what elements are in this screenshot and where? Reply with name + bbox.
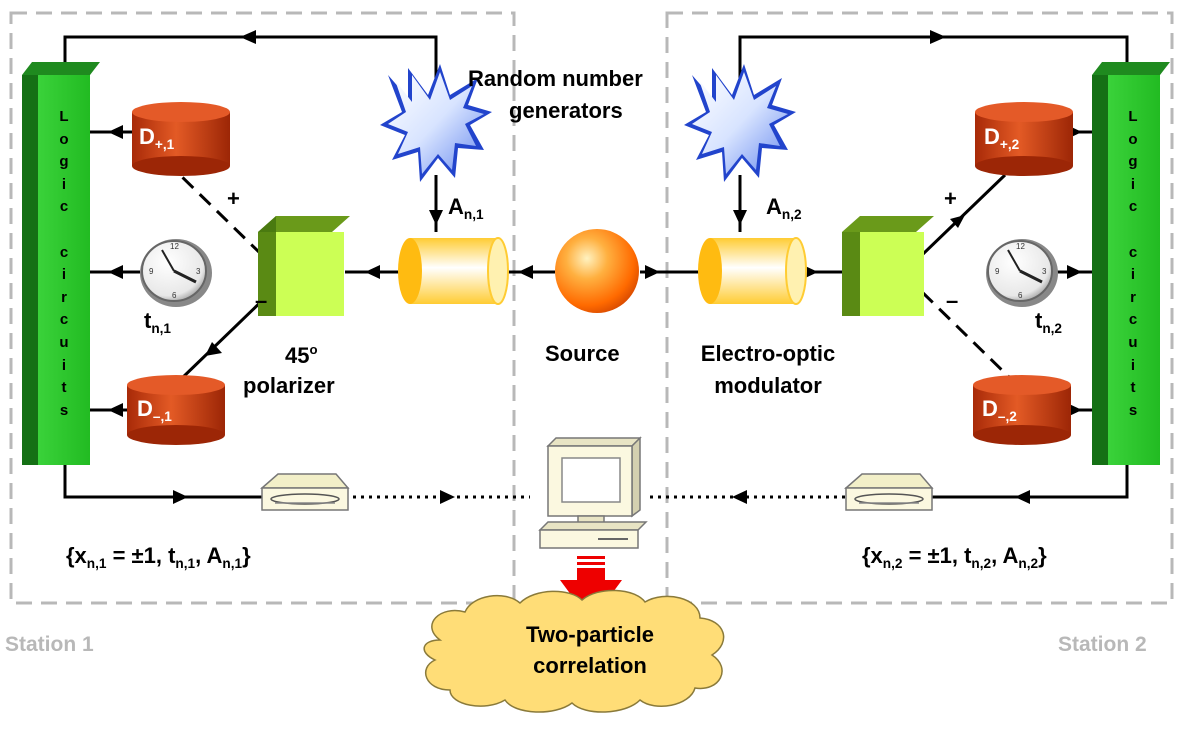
- clock-2-icon: 12 3 6 9: [986, 239, 1058, 307]
- polarizer-angle-label: 45o: [285, 342, 318, 369]
- modulator-1-icon: [398, 237, 509, 305]
- detector-minus-1-label: D–,1: [137, 396, 172, 424]
- station-1-box: [9, 11, 516, 605]
- svg-text:3: 3: [1042, 267, 1047, 276]
- source-label: Source: [545, 341, 620, 366]
- svg-text:6: 6: [1018, 291, 1023, 300]
- record-1-label: {xn,1 = ±1, tn,1, An,1}: [66, 543, 251, 571]
- eom-label-line2: modulator: [714, 373, 822, 398]
- eom-label-line1: Electro-optic: [700, 341, 836, 366]
- detector-minus-2-icon: [973, 375, 1071, 445]
- station-1-label: Station 1: [5, 633, 94, 656]
- polarizer-2-icon: [842, 216, 934, 316]
- polarizer-1-icon: [258, 216, 350, 316]
- logic-circuits-left-icon: [22, 62, 100, 465]
- station-2-box: [665, 11, 1174, 605]
- plus-sign-1: +: [227, 186, 240, 211]
- data-link-1-arrowhead: [440, 490, 455, 504]
- detector-minus-1-icon: [127, 375, 225, 445]
- record-2-label: {xn,2 = ±1, tn,2, An,2}: [862, 543, 1047, 571]
- detector-minus-2-label: D–,2: [982, 396, 1017, 424]
- minus-sign-1: –: [255, 288, 268, 313]
- setting-1-label: An,1: [448, 194, 484, 222]
- time-1-label: tn,1: [144, 308, 172, 336]
- logic-circuits-right-icon: [1092, 62, 1170, 465]
- detector-plus-1-label: D+,1: [139, 124, 175, 152]
- time-2-label: tn,2: [1035, 308, 1063, 336]
- svg-text:9: 9: [995, 267, 1000, 276]
- detector-plus-2-label: D+,2: [984, 124, 1020, 152]
- clock-1-icon: 12 3 6 9: [140, 239, 212, 307]
- disk-drive-1-icon: [260, 473, 350, 511]
- svg-text:12: 12: [170, 242, 179, 251]
- two-particle-label-line1: Two-particle: [526, 622, 654, 647]
- rng-burst-1-icon: [380, 64, 492, 182]
- station-2-label: Station 2: [1058, 633, 1147, 656]
- source-sphere-icon: [555, 229, 639, 313]
- station-1-arrowheads: [108, 30, 533, 504]
- computer-icon: [538, 436, 648, 549]
- station-2-arrowheads: [645, 30, 1082, 504]
- detector-plus-2-icon: [975, 102, 1073, 176]
- correlation-cloud-icon: [423, 589, 725, 713]
- data-link-2-arrowhead: [732, 490, 747, 504]
- rng-label-line1: Random number: [468, 66, 643, 91]
- disk-drive-2-icon: [844, 473, 934, 511]
- svg-text:3: 3: [196, 267, 201, 276]
- two-particle-label-line2: correlation: [533, 653, 647, 678]
- svg-text:9: 9: [149, 267, 154, 276]
- rng-burst-2-icon: [684, 64, 796, 182]
- minus-sign-2: –: [946, 288, 959, 313]
- polarizer-label: polarizer: [243, 373, 335, 398]
- plus-sign-2: +: [944, 186, 957, 211]
- modulator-2-icon: [698, 237, 807, 305]
- setting-2-label: An,2: [766, 194, 802, 222]
- svg-text:6: 6: [172, 291, 177, 300]
- rng-label-line2: generators: [509, 98, 623, 123]
- svg-text:12: 12: [1016, 242, 1025, 251]
- detector-plus-1-icon: [132, 102, 230, 176]
